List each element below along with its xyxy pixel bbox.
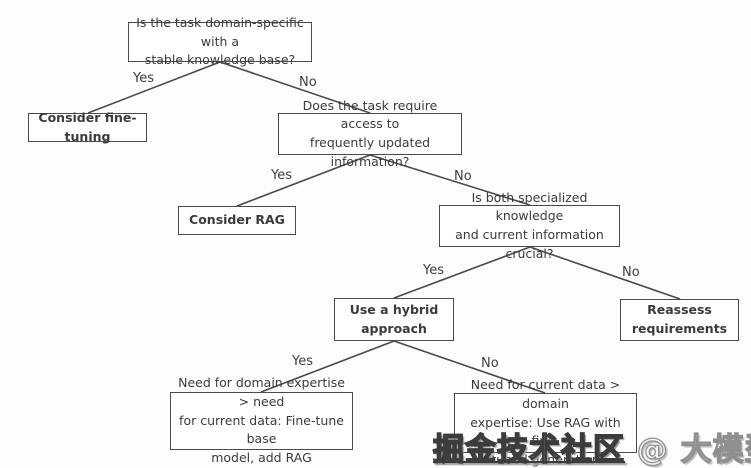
edge-label-yes-1: Yes bbox=[133, 71, 154, 86]
edge-label-no-2: No bbox=[454, 169, 472, 184]
node-current-data-priority: Need for current data > domain expertise… bbox=[454, 377, 637, 467]
edge-line-h-yes bbox=[260, 340, 395, 393]
edge-label-yes-2: Yes bbox=[271, 168, 292, 183]
node-question-both-crucial: Is both specialized knowledge and curren… bbox=[439, 190, 620, 261]
edge-line-q3-yes bbox=[393, 246, 531, 299]
edge-line-h-no bbox=[393, 340, 546, 394]
node-hybrid-approach: Use a hybrid approach bbox=[334, 298, 454, 341]
edge-line-q1-no bbox=[219, 61, 371, 114]
edge-label-yes-4: Yes bbox=[292, 354, 313, 369]
node-reassess-requirements: Reassess requirements bbox=[620, 299, 739, 341]
edge-line-q1-yes bbox=[87, 61, 221, 114]
node-question-updated-info: Does the task require access to frequent… bbox=[278, 98, 462, 169]
node-consider-fine-tuning: Consider fine-tuning bbox=[28, 110, 147, 144]
edge-label-no-4: No bbox=[481, 356, 499, 371]
node-question-domain-specific: Is the task domain-specific with a stabl… bbox=[128, 15, 312, 67]
edge-label-yes-3: Yes bbox=[423, 263, 444, 278]
node-domain-expertise-priority: Need for domain expertise > need for cur… bbox=[170, 375, 353, 465]
edge-line-q2-no bbox=[369, 154, 531, 206]
edge-line-q3-no bbox=[529, 246, 681, 300]
node-consider-rag: Consider RAG bbox=[178, 206, 296, 235]
edge-line-q2-yes bbox=[236, 154, 371, 207]
edge-label-no-3: No bbox=[622, 265, 640, 280]
edge-label-no-1: No bbox=[299, 75, 317, 90]
